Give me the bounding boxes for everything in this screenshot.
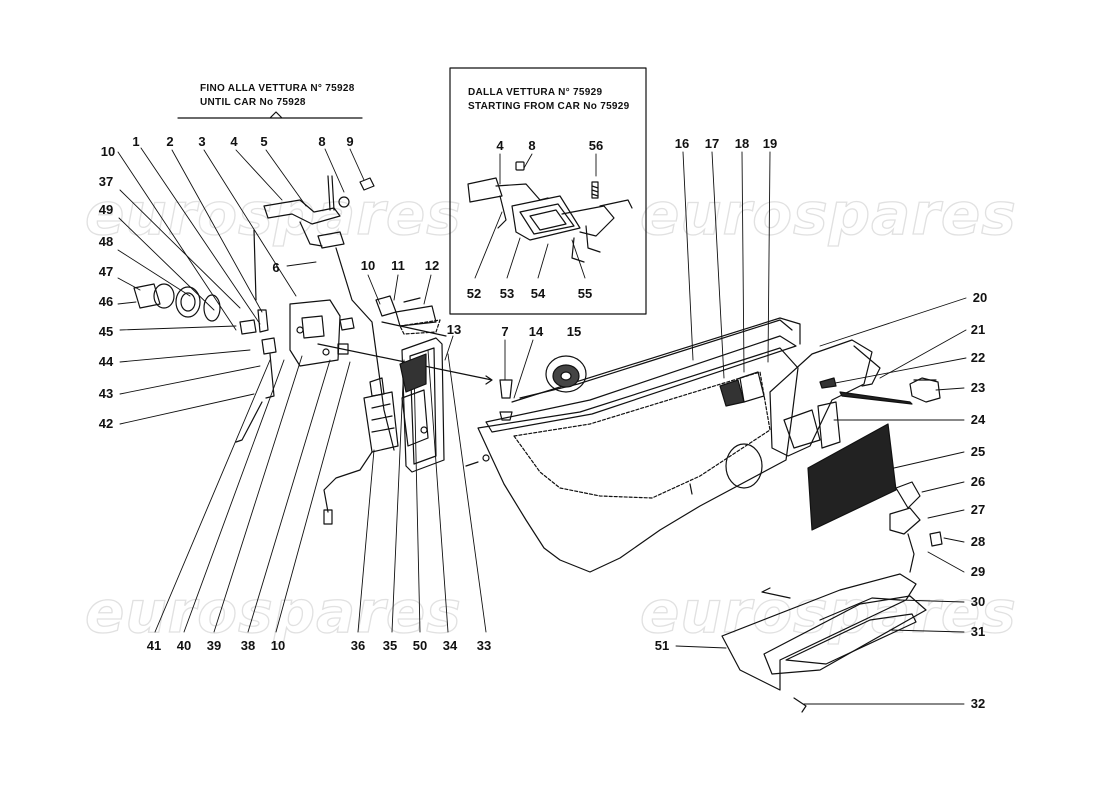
callout-47: 47	[99, 264, 113, 279]
callout-43: 43	[99, 386, 113, 401]
callout-44: 44	[99, 354, 114, 369]
inset-box	[449, 67, 647, 315]
note-from-car: DALLA VETTURA N° 75929 STARTING FROM CAR…	[468, 86, 630, 114]
callout-6: 6	[272, 260, 279, 275]
note-until-italian: FINO ALLA VETTURA N° 75928	[200, 83, 355, 94]
callout-14: 14	[529, 324, 544, 339]
speaker	[545, 355, 587, 393]
callout-53: 53	[500, 286, 514, 301]
callout-34: 34	[443, 638, 458, 653]
callout-3: 3	[198, 134, 205, 149]
door-pocket	[721, 573, 927, 713]
door-trim-panel	[465, 317, 913, 573]
note-from-italian: DALLA VETTURA N° 75929	[468, 87, 603, 98]
callout-labels: 10 1 2 3 4 5 8 9 37 49 48 47 46 45 44 43…	[99, 134, 987, 711]
callout-19: 19	[763, 136, 777, 151]
callout-2: 2	[166, 134, 173, 149]
note-until-english: UNTIL CAR No 75928	[200, 97, 306, 108]
callout-4-inset: 4	[496, 138, 504, 153]
leader-lines	[117, 147, 967, 705]
callout-4: 4	[230, 134, 238, 149]
callout-32: 32	[971, 696, 985, 711]
callout-41: 41	[147, 638, 161, 653]
callout-16: 16	[675, 136, 689, 151]
knob-part	[909, 377, 941, 403]
callout-55: 55	[578, 286, 592, 301]
callout-18: 18	[735, 136, 749, 151]
callout-8-inset: 8	[528, 138, 535, 153]
callout-46: 46	[99, 294, 113, 309]
callout-8: 8	[318, 134, 325, 149]
callout-27: 27	[971, 502, 985, 517]
callout-20: 20	[973, 290, 987, 305]
door-handle-parts	[889, 481, 943, 573]
callout-28: 28	[971, 534, 985, 549]
callout-7: 7	[501, 324, 508, 339]
callout-26: 26	[971, 474, 985, 489]
callout-15: 15	[567, 324, 581, 339]
callout-12: 12	[425, 258, 439, 273]
callout-23: 23	[971, 380, 985, 395]
callout-39: 39	[207, 638, 221, 653]
callout-35: 35	[383, 638, 397, 653]
callout-42: 42	[99, 416, 113, 431]
until-car-bracket	[177, 111, 363, 119]
callout-37: 37	[99, 174, 113, 189]
callout-9: 9	[346, 134, 353, 149]
callout-10-bottom: 10	[271, 638, 285, 653]
callout-33: 33	[477, 638, 491, 653]
callout-25: 25	[971, 444, 985, 459]
callout-11: 11	[391, 258, 405, 273]
callout-5: 5	[260, 134, 267, 149]
callout-40: 40	[177, 638, 191, 653]
callout-29: 29	[971, 564, 985, 579]
callout-48: 48	[99, 234, 113, 249]
callout-31: 31	[971, 624, 985, 639]
inset-mechanism	[467, 161, 633, 263]
callout-36: 36	[351, 638, 365, 653]
callout-17: 17	[705, 136, 719, 151]
callout-10-mid: 10	[361, 258, 375, 273]
speaker-grille	[807, 423, 897, 531]
callout-13: 13	[447, 322, 461, 337]
callout-45: 45	[99, 324, 113, 339]
callout-24: 24	[971, 412, 986, 427]
callout-56: 56	[589, 138, 603, 153]
callout-1: 1	[132, 134, 139, 149]
callout-30: 30	[971, 594, 985, 609]
note-from-english: STARTING FROM CAR No 75929	[468, 101, 630, 112]
note-until-car: FINO ALLA VETTURA N° 75928 UNTIL CAR No …	[200, 82, 355, 110]
callout-50: 50	[413, 638, 427, 653]
callout-51: 51	[655, 638, 669, 653]
lock-linkage	[133, 175, 493, 525]
callout-52: 52	[467, 286, 481, 301]
callout-21: 21	[971, 322, 985, 337]
callout-38: 38	[241, 638, 255, 653]
callout-22: 22	[971, 350, 985, 365]
callout-54: 54	[531, 286, 546, 301]
callout-49: 49	[99, 202, 113, 217]
callout-10-top: 10	[101, 144, 115, 159]
